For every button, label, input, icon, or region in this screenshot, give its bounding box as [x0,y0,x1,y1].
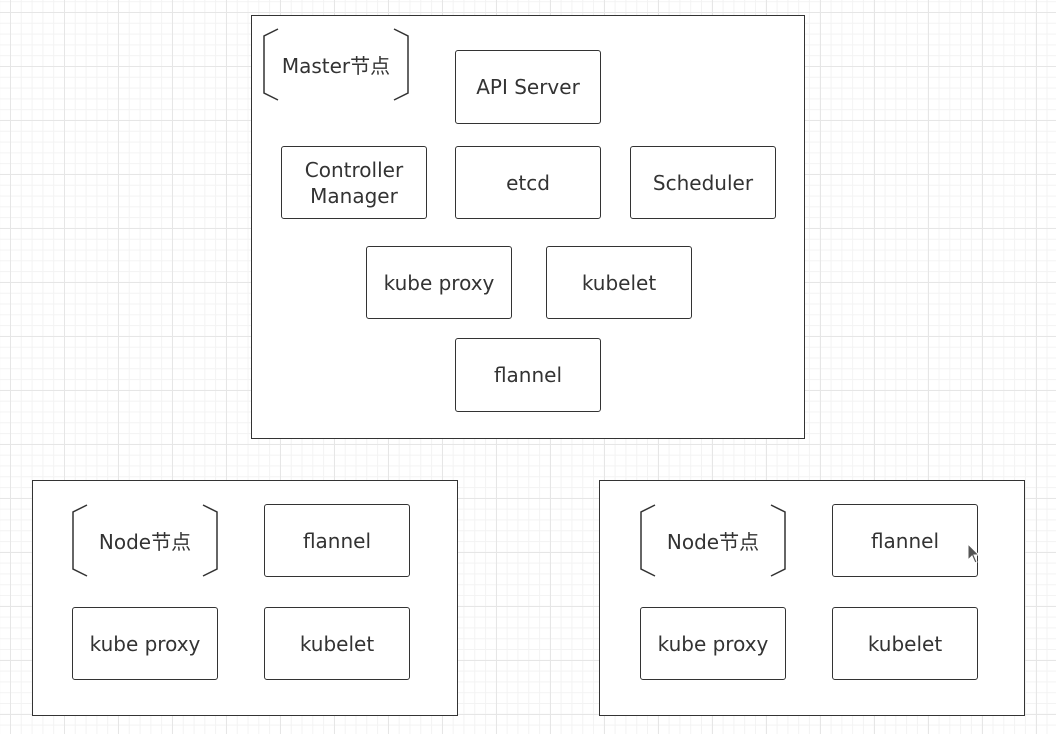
master-kube-proxy-box[interactable]: kube proxy [366,246,512,319]
node-1-kubelet-box[interactable]: kubelet [264,607,410,680]
etcd-box[interactable]: etcd [455,146,601,219]
node-2-tag-label: Node节点 [666,530,760,554]
master-kubelet-box[interactable]: kubelet [546,246,692,319]
controller-manager-label-line1: Controller [304,157,404,182]
master-node-tag-label: Master节点 [281,54,391,78]
master-kube-proxy-label: kube proxy [383,270,495,295]
node-1-kube-proxy-label: kube proxy [89,631,201,656]
controller-manager-label-line2: Manager [310,183,398,208]
etcd-label: etcd [506,170,550,195]
node-2-flannel-box[interactable]: flannel [832,504,978,577]
node-2-kubelet-label: kubelet [867,631,943,656]
api-server-label: API Server [476,75,580,99]
node-1-tag-label: Node节点 [98,530,192,554]
master-kubelet-label: kubelet [581,270,657,295]
scheduler-label: Scheduler [652,170,754,195]
master-flannel-label: flannel [493,363,563,387]
bracket-shape-icon [72,504,218,577]
node-1-tag[interactable]: Node节点 [72,504,218,577]
scheduler-box[interactable]: Scheduler [630,146,776,219]
bracket-shape-icon [640,504,786,577]
mouse-pointer-icon [967,543,981,564]
node-2-kubelet-box[interactable]: kubelet [832,607,978,680]
node-1-kube-proxy-box[interactable]: kube proxy [72,607,218,680]
node-2-flannel-label: flannel [870,528,940,553]
node-1-kubelet-label: kubelet [299,631,375,656]
node-2-kube-proxy-box[interactable]: kube proxy [640,607,786,680]
master-flannel-box[interactable]: flannel [455,338,601,412]
api-server-box[interactable]: API Server [455,50,601,124]
node-1-flannel-label: flannel [302,528,372,553]
controller-manager-box[interactable]: Controller Manager [281,146,427,219]
node-1-flannel-box[interactable]: flannel [264,504,410,577]
node-2-tag[interactable]: Node节点 [640,504,786,577]
node-2-kube-proxy-label: kube proxy [657,631,769,656]
master-node-tag[interactable]: Master节点 [263,28,409,101]
bracket-shape-icon [263,28,409,101]
